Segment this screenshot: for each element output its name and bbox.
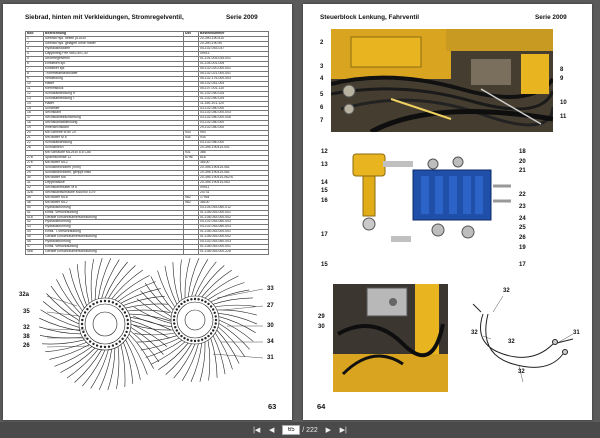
callout-5: 5 (320, 92, 324, 98)
callout-32: 32 (23, 325, 30, 331)
page-63: Siebrad, hinten mit Verkleidungen, Strom… (3, 4, 292, 420)
callout-29: 29 (318, 314, 325, 320)
page-title: Siebrad, hinten mit Verkleidungen, Strom… (25, 14, 184, 21)
first-page-icon[interactable]: |◀ (253, 427, 261, 434)
callout-12: 12 (321, 149, 328, 155)
page-indicator: / 222 (282, 425, 318, 435)
callout-8: 8 (560, 67, 564, 73)
callout-17: 17 (321, 232, 328, 238)
right-sieve-wheel (132, 257, 258, 383)
callout-20: 20 (519, 159, 526, 165)
callout-25: 25 (519, 225, 526, 231)
callout-11: 11 (560, 114, 567, 120)
control-unit-photo (333, 284, 448, 392)
callout-27: 27 (267, 303, 274, 309)
callout-30: 30 (318, 324, 325, 330)
callout-31: 31 (573, 330, 580, 336)
callout-32-a: 32 (503, 288, 510, 294)
next-page-icon[interactable]: ▶ (325, 427, 331, 434)
callout-2: 2 (320, 40, 324, 46)
column-header: Bestellnummer (198, 30, 269, 38)
callout-6: 6 (320, 105, 324, 111)
callout-21: 21 (519, 168, 526, 174)
callout-lines (46, 288, 264, 359)
callout-30: 30 (267, 323, 274, 329)
travel-valve-photo (343, 146, 513, 256)
sieve-wheel-drawing (17, 254, 285, 394)
callout-4: 4 (320, 76, 324, 82)
callout-24: 24 (519, 216, 526, 222)
callout-26: 26 (519, 235, 526, 241)
callout-32-b: 32 (471, 330, 478, 336)
callout-31: 31 (267, 355, 274, 361)
callout-10: 10 (560, 100, 567, 106)
page-number: 63 (268, 402, 277, 411)
left-sieve-wheel (39, 258, 171, 390)
callout-33: 33 (267, 286, 274, 292)
series-label: Serie 2009 (535, 14, 567, 21)
callout-32-c: 32 (508, 339, 515, 345)
callout-14: 14 (321, 180, 328, 186)
callout-22: 22 (519, 192, 526, 198)
callout-38: 38 (23, 334, 30, 340)
page-number-input[interactable] (282, 425, 301, 435)
callout-35: 35 (23, 309, 30, 315)
callout-19: 19 (519, 245, 526, 251)
callout-32-d: 32 (518, 369, 525, 375)
callout-26: 26 (23, 343, 30, 349)
page-number: 64 (317, 402, 326, 411)
callout-18: 18 (519, 149, 526, 155)
callout-15: 15 (321, 188, 328, 194)
callout-3: 3 (320, 64, 324, 70)
page-title: Steuerblock Lenkung, Fahrventil (320, 14, 420, 21)
callout-32a: 32a (19, 292, 30, 298)
steering-block-photo (331, 29, 553, 132)
total-pages-label: / 222 (302, 426, 318, 434)
callout-17b: 17 (519, 262, 526, 268)
callout-7: 7 (320, 118, 324, 124)
page-64: Steuerblock Lenkung, Fahrventil Serie 20… (303, 4, 592, 420)
callout-23: 23 (519, 204, 526, 210)
callout-16: 16 (321, 198, 328, 204)
series-label: Serie 2009 (226, 14, 258, 21)
prev-page-icon[interactable]: ◀ (269, 427, 275, 434)
callout-15b: 15 (321, 262, 328, 268)
callout-34: 34 (267, 339, 274, 345)
table-cell: 01-108-053-000-226 (198, 249, 269, 256)
page-navigation-toolbar: |◀ ◀ / 222 ▶ ▶| (0, 422, 600, 438)
last-page-icon[interactable]: ▶| (339, 427, 347, 434)
callout-13: 13 (321, 162, 328, 168)
callout-9: 9 (560, 76, 564, 82)
hose-drawing (463, 284, 581, 392)
